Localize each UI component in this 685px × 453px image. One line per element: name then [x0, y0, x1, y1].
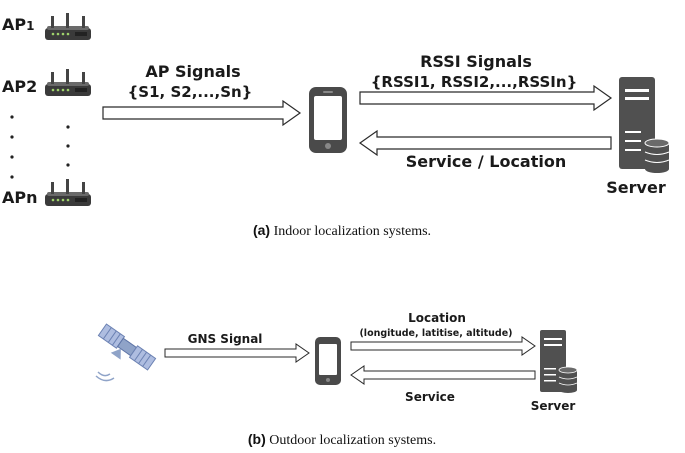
location-arrow: [350, 336, 536, 356]
service-label: Service: [405, 390, 455, 404]
server-icon: [540, 330, 578, 393]
server-label: Server: [606, 178, 666, 197]
rssi-set: {RSSI1, RSSI2,...,RSSIn}: [371, 73, 578, 91]
caption-a: (a) Indoor localization systems.: [253, 222, 431, 239]
router-icon: [45, 179, 91, 206]
ap-signals-title: AP Signals: [145, 62, 240, 81]
ap-signals-set: {S1, S2,...,Sn}: [128, 83, 253, 101]
server-label: Server: [531, 399, 576, 413]
service-location-label: Service / Location: [406, 152, 566, 171]
server-icon: [619, 77, 670, 173]
satellite-icon: [97, 323, 157, 371]
rssi-arrow: [359, 84, 613, 112]
location-detail: (longitude, latitise, altitude): [359, 328, 512, 339]
rssi-title: RSSI Signals: [420, 52, 532, 71]
ap-ellipsis-dots: [10, 115, 70, 179]
caption-b: (b) Outdoor localization systems.: [248, 431, 436, 448]
location-title: Location: [408, 311, 466, 325]
service-arrow: [350, 365, 536, 385]
ap-signal-arrow: [102, 99, 302, 127]
ap1-label: AP1: [2, 15, 34, 34]
ap2-label: AP2: [2, 77, 37, 96]
gns-signal-label: GNS Signal: [188, 332, 263, 346]
router-icon: [45, 69, 91, 96]
smartphone-icon: [309, 87, 347, 153]
router-icon: [45, 13, 91, 40]
smartphone-icon: [315, 337, 341, 385]
gns-signal-arrow: [164, 343, 310, 363]
signal-wave-icon: [97, 371, 111, 377]
service-location-arrow: [358, 129, 612, 157]
apn-label: APn: [2, 188, 38, 207]
